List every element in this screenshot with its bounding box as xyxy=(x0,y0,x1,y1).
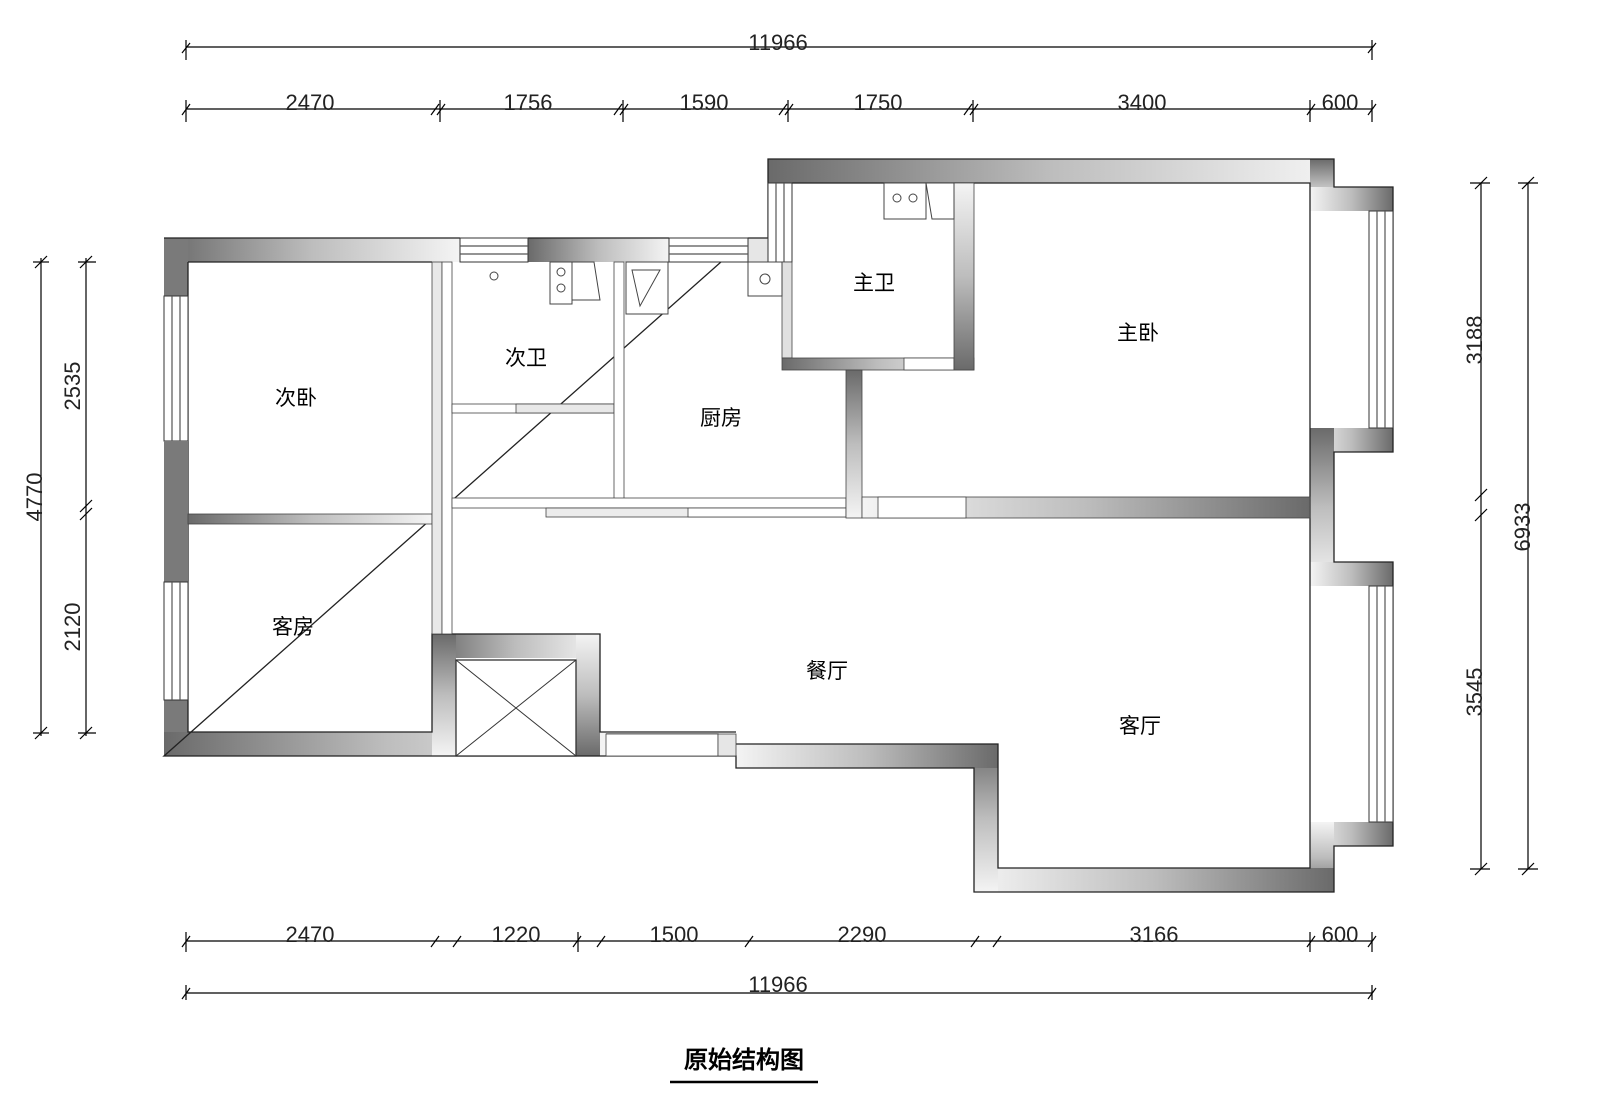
interior-walls xyxy=(187,182,1311,757)
title-text: 原始结构图 xyxy=(684,1046,804,1074)
room-kitchen: 厨房 xyxy=(700,406,742,430)
room-guest-room: 客房 xyxy=(272,615,314,639)
dim-bottom-6: 600 xyxy=(1322,922,1359,947)
dim-bottom-total: 11966 xyxy=(748,972,808,997)
dim-right-2: 3545 xyxy=(1462,668,1487,717)
drawing-title: 原始结构图 xyxy=(670,1046,818,1084)
dim-top-2: 1756 xyxy=(504,90,553,115)
room-master-bath: 主卫 xyxy=(853,271,895,295)
left-windows xyxy=(163,295,189,701)
top-dimensions xyxy=(181,40,1377,122)
dim-bottom-4: 2290 xyxy=(838,922,887,947)
right-dimensions xyxy=(1470,176,1538,876)
room-master-bedroom: 主卧 xyxy=(1117,321,1159,345)
dim-right-total: 6933 xyxy=(1510,503,1535,552)
room-dining: 餐厅 xyxy=(806,659,848,683)
dim-bottom-3: 1500 xyxy=(650,922,699,947)
dim-left-1: 2535 xyxy=(60,362,85,411)
dim-left-total: 4770 xyxy=(22,473,47,522)
room-second-bedroom: 次卧 xyxy=(275,386,317,410)
dim-top-total: 11966 xyxy=(748,30,808,55)
dim-top-5: 3400 xyxy=(1118,90,1167,115)
bottom-dimensions xyxy=(181,932,1377,1000)
dim-bottom-2: 1220 xyxy=(492,922,541,947)
dim-bottom-5: 3166 xyxy=(1130,922,1179,947)
dim-left-2: 2120 xyxy=(60,603,85,652)
floor-drain-icon xyxy=(489,271,499,281)
fixtures xyxy=(489,182,955,315)
dim-bottom-1: 2470 xyxy=(286,922,335,947)
dim-top-3: 1590 xyxy=(680,90,729,115)
top-windows xyxy=(459,182,793,263)
dim-top-6: 600 xyxy=(1322,90,1359,115)
elevator-shaft-icon xyxy=(455,659,577,757)
dim-top-1: 2470 xyxy=(286,90,335,115)
dimension-labels: 11966 2470 1756 1590 1750 3400 600 2470 … xyxy=(22,30,1535,997)
room-labels: 次卧 次卫 厨房 主卫 主卧 客房 餐厅 客厅 xyxy=(272,271,1161,738)
room-living: 客厅 xyxy=(1119,714,1161,738)
dim-right-1: 3188 xyxy=(1462,316,1487,365)
dim-top-4: 1750 xyxy=(854,90,903,115)
right-windows xyxy=(1368,210,1394,823)
basin-icon xyxy=(883,182,927,220)
left-dimensions xyxy=(33,255,96,740)
room-second-bath: 次卫 xyxy=(505,346,547,370)
